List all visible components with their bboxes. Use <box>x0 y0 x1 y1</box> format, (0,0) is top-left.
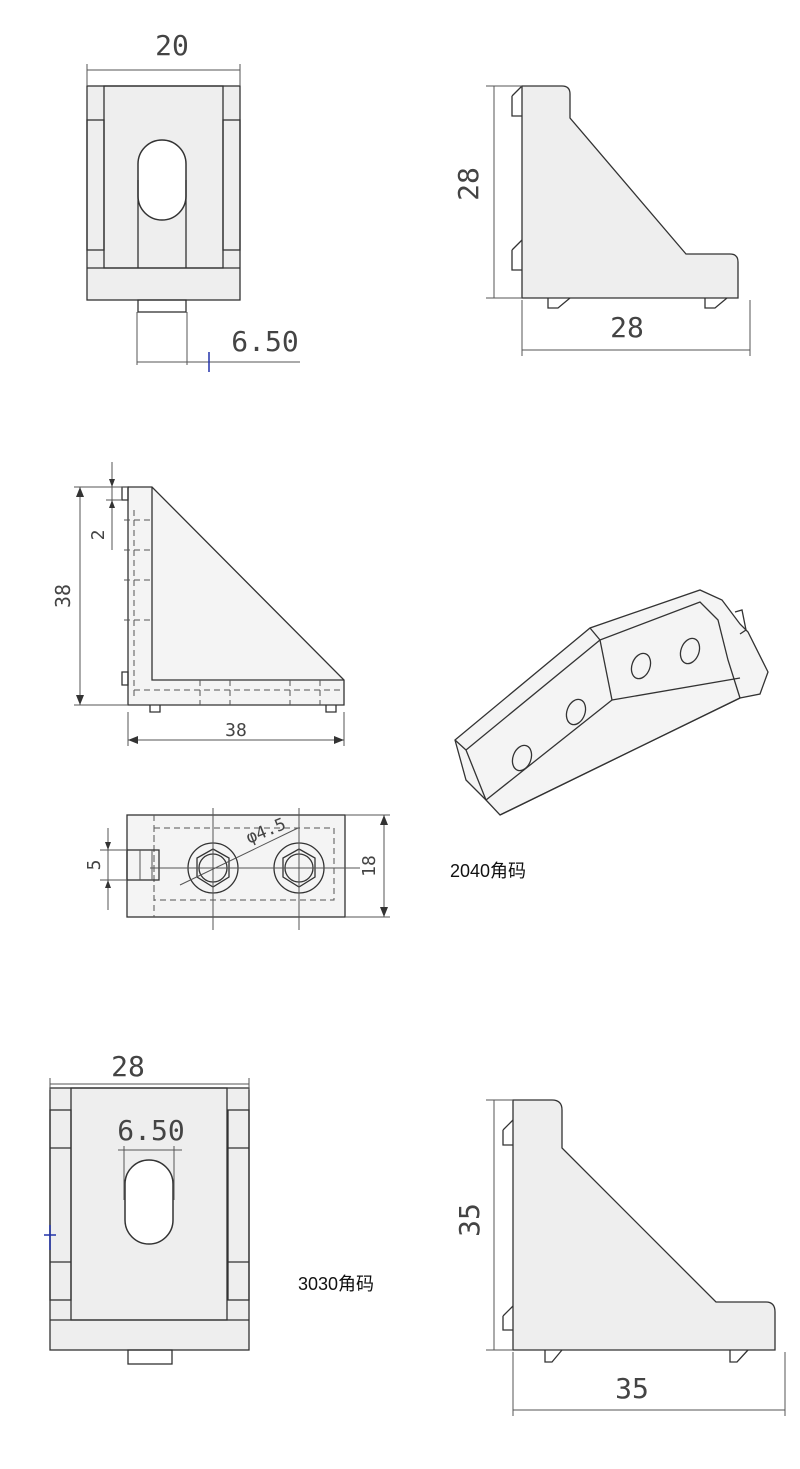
width-dimension: 28 <box>610 311 644 344</box>
height-dimension: 38 <box>51 584 75 608</box>
side-view-35: 35 35 <box>453 1099 786 1416</box>
step-dimension: 2 <box>88 530 109 541</box>
slot-dimension: 5 <box>84 860 105 871</box>
width-dimension: 20 <box>155 29 189 62</box>
width-dimension: 35 <box>615 1372 649 1405</box>
isometric-view-2040 <box>454 589 769 816</box>
caption-2040: 2040角码 <box>450 861 526 881</box>
front-view-2020: 20 6.50 <box>86 29 300 372</box>
slot-dimension: 6.50 <box>231 325 298 358</box>
height-dimension: 18 <box>359 855 380 877</box>
width-dimension: 38 <box>225 720 247 741</box>
height-dimension: 35 <box>453 1203 486 1237</box>
front-view-3030: 28 6.50 <box>44 1050 250 1365</box>
side-view-38: 38 2 38 <box>51 462 345 746</box>
width-dimension: 28 <box>111 1050 145 1083</box>
side-view-28: 28 28 <box>452 85 751 356</box>
caption-3030: 3030角码 <box>298 1274 374 1294</box>
height-dimension: 28 <box>452 167 485 201</box>
slot-dimension: 6.50 <box>117 1114 184 1147</box>
top-view-2040: φ4.5 18 5 <box>84 808 390 930</box>
